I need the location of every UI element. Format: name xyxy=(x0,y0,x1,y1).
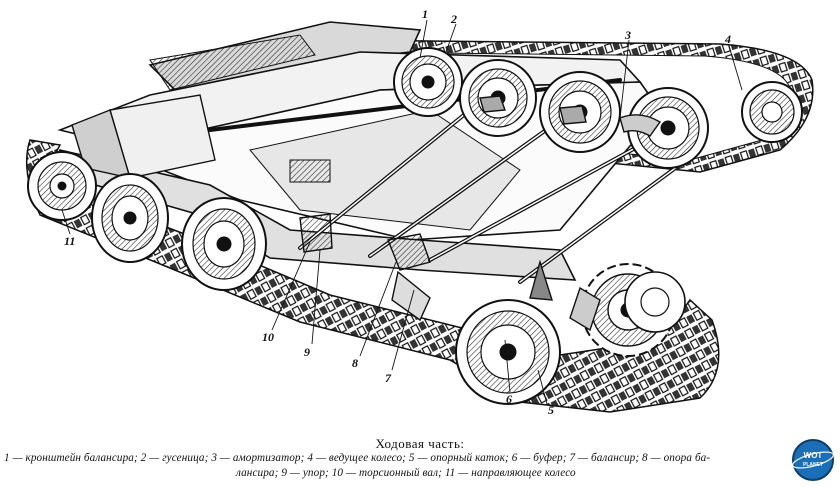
sprocket-hub xyxy=(624,271,686,333)
leader-lines xyxy=(61,19,743,405)
figure-title: Ходовая часть: xyxy=(375,436,465,451)
callout-8: 8 xyxy=(352,356,358,370)
callout-4: 4 xyxy=(725,32,731,46)
callout-2: 2 xyxy=(451,12,457,26)
callout-11: 11 xyxy=(64,234,76,248)
idler-wheel xyxy=(27,151,97,221)
legend-line-2: лансира; 9 — упор; 10 — торсионный вал; … xyxy=(236,467,576,479)
callout-10: 10 xyxy=(262,330,274,344)
planet-badge-icon xyxy=(792,439,834,481)
hull-frame xyxy=(48,21,662,281)
suspension-drawing xyxy=(25,19,814,413)
callout-5: 5 xyxy=(548,403,554,417)
callout-9: 9 xyxy=(304,345,310,359)
callout-7: 7 xyxy=(385,371,391,385)
suspension-details xyxy=(299,95,662,332)
legend-line-1: 1 — кронштейн балансира; 2 — гусеница; 3… xyxy=(4,452,711,464)
callout-1: 1 xyxy=(422,7,428,21)
near-road-wheels xyxy=(91,173,561,405)
callout-6: 6 xyxy=(506,392,512,406)
watermark-line-2: PLANET xyxy=(803,462,823,468)
callout-3: 3 xyxy=(625,28,631,42)
wot-planet-logo: WOT PLANET xyxy=(791,438,835,482)
watermark-line-1: WOT xyxy=(803,451,823,460)
